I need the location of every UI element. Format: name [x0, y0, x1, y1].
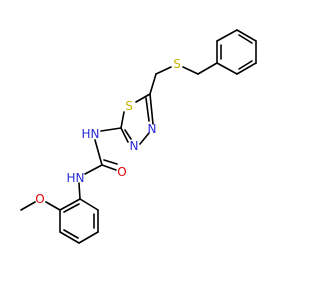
bond	[139, 132, 150, 145]
atom-label-oxygen-methoxy: O	[35, 192, 44, 206]
bond	[236, 62, 257, 75]
bond	[155, 66, 172, 75]
bond	[59, 231, 80, 244]
atom-label-nitrogen-amide-lower: N	[76, 171, 85, 185]
bond-double	[145, 97, 150, 122]
atom-label-sulfur-ring: S	[125, 99, 133, 113]
atom-label-hydrogen-upper: H	[81, 127, 90, 141]
chemical-structure-diagram: S S N N N H O N H O	[20, 29, 257, 244]
bond	[149, 93, 154, 125]
atom-label-hydrogen-lower: H	[66, 171, 75, 185]
atom-label-nitrogen-ring-b: N	[130, 139, 139, 153]
bond	[101, 164, 117, 171]
bond	[182, 66, 199, 75]
atom-label-nitrogen-amide-upper: N	[91, 127, 100, 141]
bond-double	[124, 129, 132, 140]
atom-label-oxygen-carbonyl: O	[117, 165, 126, 179]
bond	[84, 164, 103, 175]
bond	[216, 62, 238, 75]
bond	[94, 139, 103, 166]
bond	[236, 29, 257, 42]
benzyl-ring	[216, 29, 257, 75]
bond	[20, 201, 36, 211]
bond	[120, 127, 129, 143]
bond	[197, 62, 218, 75]
bond-double	[238, 34, 253, 44]
bond	[120, 111, 125, 129]
bond-double	[63, 203, 80, 213]
bond-double	[238, 60, 253, 70]
bond	[59, 198, 81, 211]
atom-label-sulfur-thioether: S	[173, 57, 181, 71]
atom-label-nitrogen-ring-a: N	[148, 122, 157, 136]
bond	[45, 201, 61, 211]
bond	[79, 198, 99, 211]
bond	[100, 127, 122, 132]
bond	[135, 93, 151, 103]
bond	[149, 73, 157, 95]
bond-double	[103, 159, 118, 165]
thiadiazole-ring	[120, 93, 154, 145]
bond	[78, 231, 99, 244]
bond-double	[63, 229, 79, 239]
methoxyphenyl-ring	[59, 198, 99, 244]
bond	[216, 29, 238, 42]
bond	[78, 182, 81, 200]
